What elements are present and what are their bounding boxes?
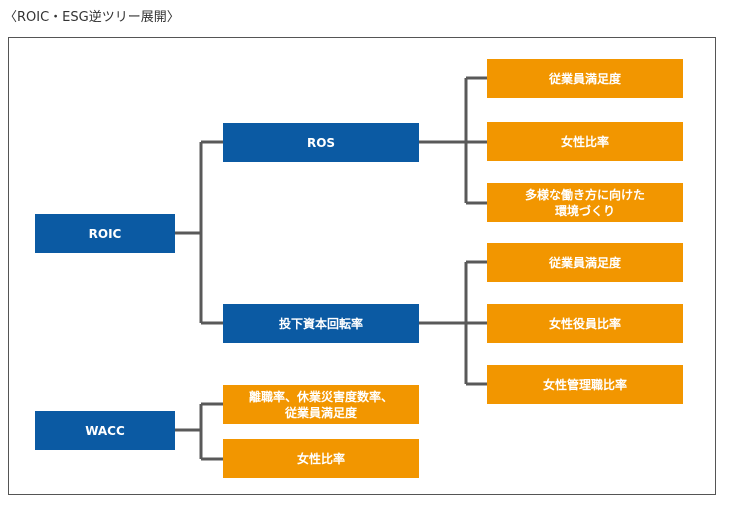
- node-ros-child: 女性比率: [487, 122, 683, 161]
- diagram-caption: 〈ROIC・ESG逆ツリー展開〉: [4, 10, 180, 25]
- connector-wacc: [175, 402, 223, 461]
- node-ros-label: ROS: [306, 135, 336, 150]
- node-roic: ROIC: [35, 214, 175, 253]
- node-ros-child-label: 多様な働き方に向けた 環境づくり: [524, 187, 645, 218]
- node-turnover-child: 従業員満足度: [487, 243, 683, 282]
- node-turnover-child: 女性管理職比率: [487, 365, 683, 404]
- connector-turnover: [419, 260, 487, 386]
- node-wacc-child-label: 女性比率: [296, 451, 345, 466]
- node-ros-child-label: 女性比率: [560, 134, 609, 149]
- node-turnover-child-label: 従業員満足度: [548, 255, 621, 270]
- node-wacc: WACC: [35, 411, 175, 450]
- diagram-frame: [8, 37, 716, 495]
- node-turnover-child-label: 女性役員比率: [548, 316, 621, 331]
- node-wacc-child-label: 離職率、休業災害度数率、 従業員満足度: [248, 389, 393, 420]
- connector-ros: [419, 76, 487, 205]
- node-wacc-child: 離職率、休業災害度数率、 従業員満足度: [223, 385, 419, 424]
- node-ros: ROS: [223, 123, 419, 162]
- node-ros-child: 多様な働き方に向けた 環境づくり: [487, 183, 683, 222]
- node-wacc-label: WACC: [85, 423, 125, 438]
- node-ros-child: 従業員満足度: [487, 59, 683, 98]
- connector-roic: [175, 140, 223, 325]
- node-capital-turnover: 投下資本回転率: [223, 304, 419, 343]
- node-turnover-child: 女性役員比率: [487, 304, 683, 343]
- node-turnover-child-label: 女性管理職比率: [542, 377, 627, 392]
- node-ros-child-label: 従業員満足度: [548, 71, 621, 86]
- node-capital-turnover-label: 投下資本回転率: [278, 316, 363, 331]
- node-roic-label: ROIC: [88, 226, 122, 241]
- node-wacc-child: 女性比率: [223, 439, 419, 478]
